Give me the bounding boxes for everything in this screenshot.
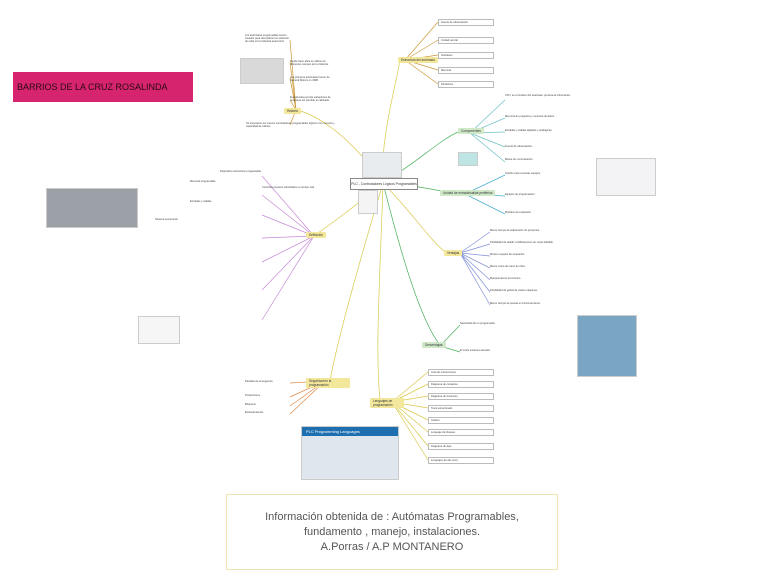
node-des1[interactable]: Necesidad de un programador.	[460, 322, 496, 325]
historia-photo	[240, 58, 284, 84]
node-leng3[interactable]: Diagrama de funciones	[428, 393, 494, 401]
source-note: Información obtenida de : Autómatas Prog…	[265, 510, 519, 553]
node-estr1[interactable]: Fuente de alimentación	[438, 19, 494, 27]
node-seg1[interactable]: Paradas de emergencia	[245, 380, 273, 383]
node-des2[interactable]: El coste inicial es elevado.	[460, 349, 491, 352]
node-seg3[interactable]: Bloqueos	[245, 403, 256, 406]
plc-languages-banner: PLC Programming Languages	[302, 427, 398, 436]
plc-device-photo-right	[577, 315, 637, 377]
node-estr5[interactable]: Periféricos	[438, 81, 494, 89]
node-ven5[interactable]: Mantenimiento económico.	[490, 277, 521, 280]
componentes-image	[458, 152, 478, 166]
node-per2[interactable]: Equipos de programación.	[505, 193, 536, 196]
central-topic[interactable]: PLC - Controladores Lógicos Programables	[350, 178, 418, 190]
node-ven2[interactable]: Posibilidad de añadir modificaciones sin…	[490, 241, 554, 244]
node-def5[interactable]: Sistema secuencial.	[155, 218, 179, 221]
node-comp1[interactable]: CPU: es el cerebro del autómata, procesa…	[505, 94, 571, 97]
node-def1[interactable]: Dispositivo electrónico programable.	[220, 170, 262, 173]
node-comp3[interactable]: Entradas y salidas digitales y analógica…	[505, 129, 553, 132]
node-seg2[interactable]: Protecciones	[245, 394, 260, 397]
node-comp5[interactable]: Buses de comunicación.	[505, 158, 534, 161]
source-note-box: Información obtenida de : Autómatas Prog…	[226, 494, 558, 570]
periferica-devices-image	[596, 158, 656, 196]
plc-languages-image: PLC Programming Languages	[301, 426, 399, 480]
node-estr2[interactable]: Unidad central	[438, 37, 494, 45]
branch-historia[interactable]: Historia	[284, 108, 301, 114]
branch-seguridad[interactable]: Seguridad en la programación	[306, 378, 350, 388]
node-estr3[interactable]: Interfaces	[438, 52, 494, 60]
node-hist2[interactable]: Desde hace años se utilizan en diferente…	[290, 60, 329, 67]
node-ven7[interactable]: Menor tiempo de puesta en funcionamiento…	[490, 302, 541, 305]
node-leng6[interactable]: Lenguaje de bloques	[428, 429, 494, 437]
node-ven6[interactable]: Posibilidad de gobernar varias máquinas.	[490, 289, 538, 292]
node-seg4[interactable]: Enclavamientos	[245, 411, 264, 414]
center-image-small	[358, 190, 378, 214]
node-def3[interactable]: Memoria programable.	[190, 180, 217, 183]
map-title: BARRIOS DE LA CRUZ ROSALINDA	[13, 72, 193, 102]
node-def4[interactable]: Entradas y salidas.	[190, 200, 212, 203]
node-hist3[interactable]: Los primeros autómatas fueron de General…	[290, 76, 330, 83]
node-comp4[interactable]: Fuente de alimentación.	[505, 145, 533, 148]
node-leng1[interactable]: Lista de instrucciones	[428, 369, 494, 377]
plc-device-photo-left	[46, 188, 138, 228]
node-ven3[interactable]: Mínimo espacio de ocupación.	[490, 253, 526, 256]
branch-definicion[interactable]: Definición	[306, 232, 326, 238]
node-estr4[interactable]: Memoria	[438, 67, 494, 75]
node-per1[interactable]: Interfaz para conectar equipos.	[505, 172, 541, 175]
node-hist4[interactable]: El autómata permite variaciones de progr…	[290, 96, 331, 103]
node-hist5[interactable]: Se inventaron los nuevos controladores p…	[246, 122, 335, 129]
center-image	[362, 152, 402, 178]
node-leng4[interactable]: Texto estructurado	[428, 405, 494, 413]
branch-estructura[interactable]: Estructura del autómata	[398, 57, 438, 63]
branch-componentes[interactable]: Componentes	[458, 128, 484, 134]
definicion-diagram-image	[138, 316, 180, 344]
node-ven1[interactable]: Menor tiempo de elaboración de proyectos…	[490, 229, 540, 232]
branch-desventajas[interactable]: Desventajas	[422, 342, 446, 348]
node-leng8[interactable]: Lenguajes de alto nivel	[428, 457, 494, 465]
node-def2[interactable]: Controla procesos industriales en tiempo…	[262, 186, 315, 189]
node-comp2[interactable]: Memoria de programa y memoria de datos.	[505, 115, 555, 118]
node-ven4[interactable]: Menor costo de mano de obra.	[490, 265, 526, 268]
node-per3[interactable]: Módulos de expansión.	[505, 211, 532, 214]
node-leng7[interactable]: Diagrama de flujo	[428, 443, 494, 451]
node-leng2[interactable]: Diagrama de contactos	[428, 381, 494, 389]
node-hist1[interactable]: Los autómatas programables fueron creado…	[245, 34, 289, 44]
node-leng5[interactable]: Grafcet	[428, 417, 494, 425]
branch-lenguajes[interactable]: Lenguajes de programación	[370, 398, 404, 408]
branch-ventajas[interactable]: Ventajas	[444, 250, 463, 256]
branch-periferica[interactable]: Unidad de entrada/salida periférica	[440, 190, 496, 196]
